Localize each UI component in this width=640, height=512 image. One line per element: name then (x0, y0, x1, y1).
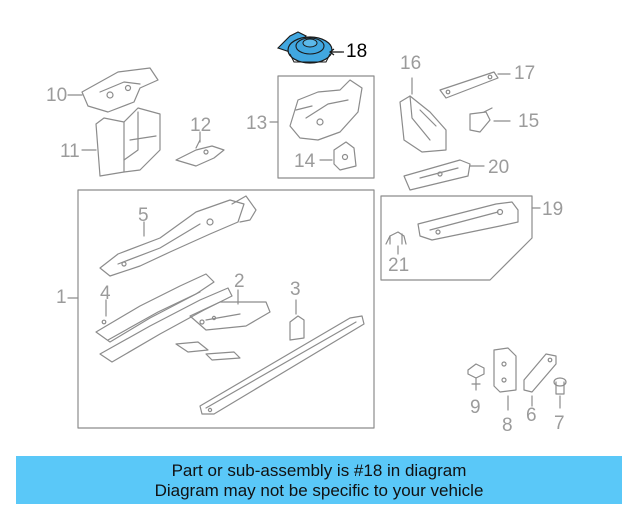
callout-18-highlighted: 18 (346, 41, 368, 62)
part-15-bracket[interactable] (470, 108, 510, 132)
part-2-crossmember[interactable] (190, 290, 270, 330)
part-5-member[interactable] (100, 196, 256, 276)
part-14-clip[interactable] (320, 142, 356, 170)
callout-6: 6 (526, 405, 537, 426)
part-16-rail-end[interactable] (400, 78, 446, 152)
part-13-apron[interactable] (270, 80, 362, 140)
part-17-strip[interactable] (440, 72, 510, 98)
part-20-plate[interactable] (404, 160, 484, 190)
callout-15: 15 (518, 111, 540, 132)
part-11-box-bracket[interactable] (82, 108, 160, 176)
callout-10: 10 (46, 85, 68, 106)
callout-11: 11 (60, 141, 80, 162)
part-7-fastener[interactable] (554, 378, 566, 408)
callout-8: 8 (502, 415, 513, 436)
callout-7: 7 (554, 413, 565, 434)
part-3-gusset[interactable] (290, 300, 304, 340)
parts-diagram (67, 0, 640, 429)
part-sill-rail[interactable] (200, 316, 364, 414)
callout-4: 4 (100, 283, 111, 304)
part-brackets-lower[interactable] (176, 342, 240, 360)
part-21-clip[interactable] (386, 232, 406, 254)
part-18-mount-highlighted[interactable] (278, 32, 344, 63)
group-box-13 (277, 75, 375, 179)
part-9-bolt[interactable] (468, 364, 484, 390)
group-box-19 (380, 195, 533, 281)
callout-19: 19 (542, 199, 564, 220)
callout-5: 5 (138, 205, 149, 226)
part-6-bracket[interactable] (524, 354, 556, 406)
callout-2: 2 (234, 271, 245, 292)
info-banner: Part or sub-assembly is #18 in diagram D… (16, 456, 622, 504)
part-12-small-bracket[interactable] (176, 132, 224, 166)
callout-21: 21 (388, 255, 410, 276)
part-4-side-rail[interactable] (96, 274, 232, 362)
callout-9: 9 (470, 397, 481, 418)
part-19-rail[interactable] (418, 202, 540, 240)
banner-line-disclaimer: Diagram may not be specific to your vehi… (154, 481, 484, 500)
banner-line-part: Part or sub-assembly is #18 in diagram (171, 461, 467, 480)
callout-20: 20 (488, 157, 510, 178)
callout-1: 1 (56, 287, 67, 308)
part-8-plate[interactable] (494, 348, 516, 410)
callout-3: 3 (290, 279, 301, 300)
callout-17: 17 (514, 63, 536, 84)
callout-12: 12 (190, 115, 212, 136)
part-10-bracket[interactable] (68, 68, 158, 112)
callout-14: 14 (294, 151, 316, 172)
callout-16: 16 (400, 53, 422, 74)
group-box-1 (77, 189, 375, 429)
callout-13: 13 (246, 113, 268, 134)
